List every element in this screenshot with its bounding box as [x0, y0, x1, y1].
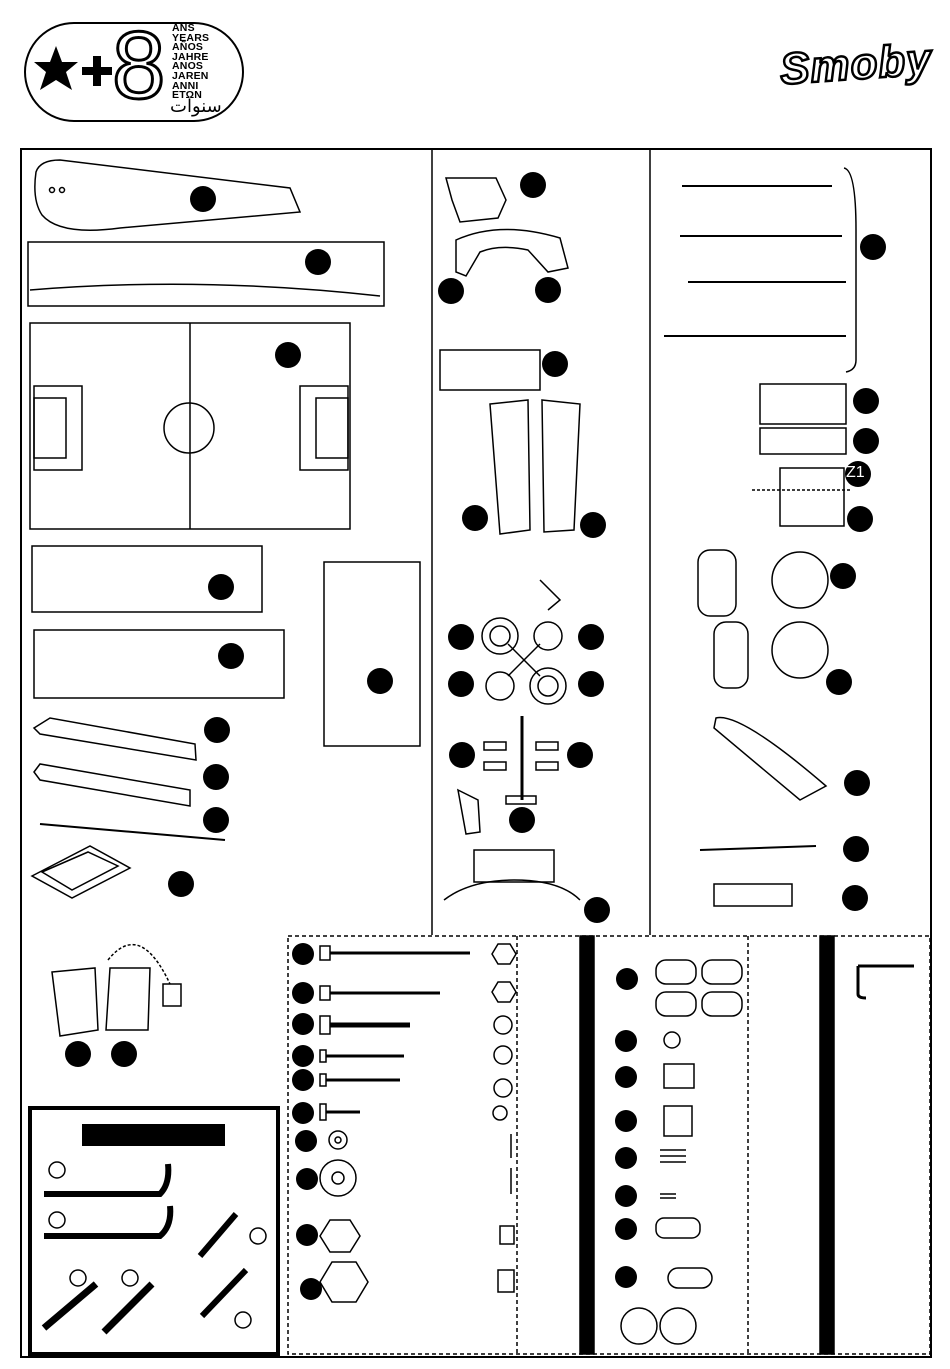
z1-label: Z1: [846, 464, 865, 482]
soccer-ball-icon: [621, 1308, 657, 1344]
end-panel-part: [28, 242, 384, 306]
goal-net-part: [474, 850, 554, 882]
allen-key-icon: [44, 1164, 168, 1194]
screwdriver-icon: [202, 1270, 246, 1316]
rod-handle-part: [714, 718, 826, 800]
scoreboard-part: [714, 884, 792, 906]
bearing-part: [780, 468, 844, 526]
ball-return-part: [456, 229, 568, 276]
wheel-part: [772, 552, 828, 608]
cap-part: [540, 580, 560, 610]
bumper-part: [698, 550, 736, 616]
leg-part: [542, 400, 580, 532]
board-part: [324, 562, 420, 746]
allen-key-icon: [44, 1206, 170, 1236]
rail-part: [34, 718, 196, 760]
screwdriver-icon: [200, 1214, 236, 1256]
allen-key-icon: [858, 966, 914, 998]
wheel-part: [772, 622, 828, 678]
tray-part: [446, 178, 506, 222]
wrench-icon: [44, 1284, 96, 1328]
foot-part: [52, 968, 150, 1036]
leg-part: [490, 400, 530, 534]
side-panel-part: [35, 160, 300, 230]
peg-sheet-part: [440, 350, 540, 390]
wrench-icon: [104, 1284, 152, 1332]
tools-header-bar: [82, 1124, 225, 1146]
panel-part: [34, 630, 284, 698]
rail-part: [34, 764, 190, 806]
cap-part: [163, 984, 181, 1006]
rod-part: [40, 824, 225, 840]
goal-part: [32, 846, 130, 898]
bearing-part: [760, 384, 846, 424]
bumper-part: [714, 622, 748, 688]
